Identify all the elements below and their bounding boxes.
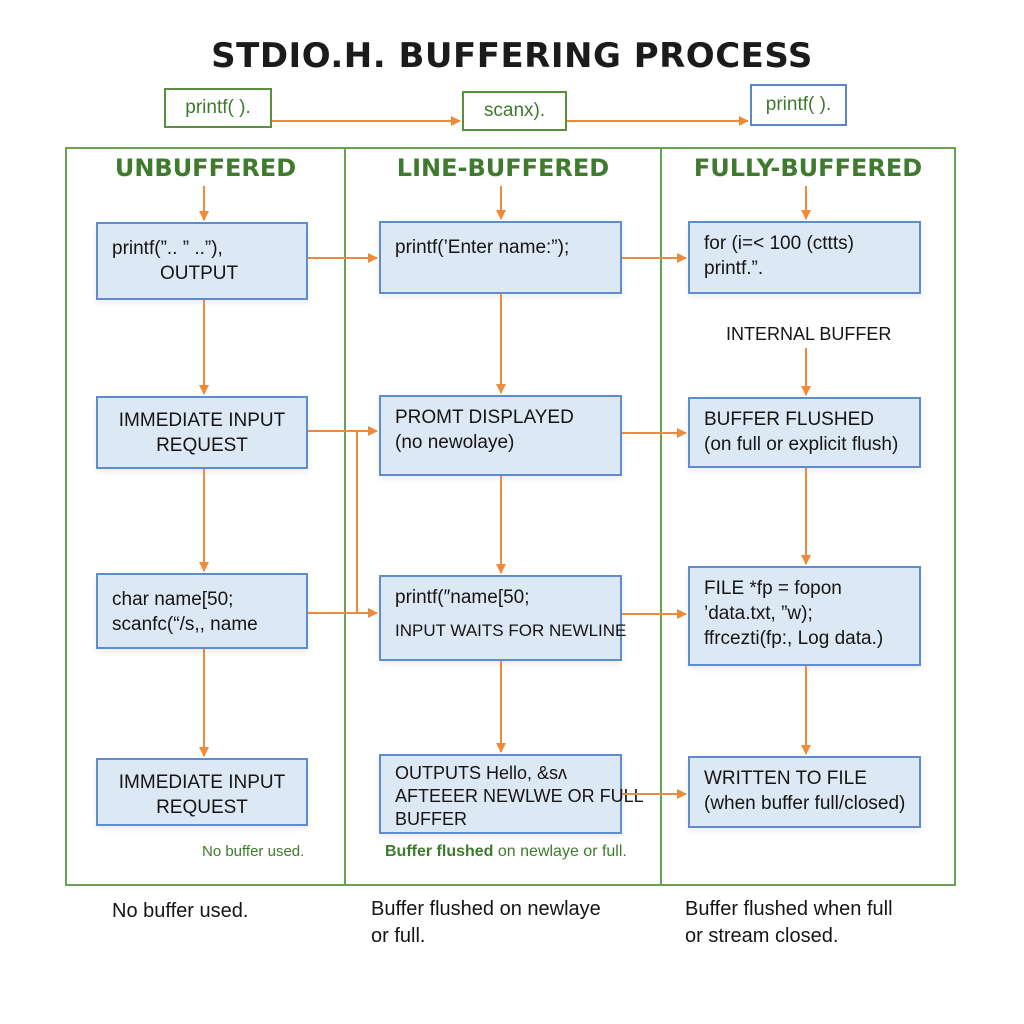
diagram-title: STDIO.H. BUFFERING PROCESS: [211, 36, 813, 76]
heading-unbuffered: UNBUFFERED: [114, 154, 297, 182]
fully-buffered-file-box: FILE *fp = fopon ’data.txt, ”w); ffrcezt…: [688, 566, 921, 666]
top-flow-printf-end-box: printf( ).: [750, 84, 847, 126]
line-buffered-input-waits-box: printf(″name[50; INPUT WAITS FOR NEWLINE: [379, 575, 627, 661]
box-line: (no newolaye): [395, 432, 515, 453]
line-buffered-outputs-box: OUTPUTS Hello, &sʌ AFTEEER NEWLWE OR FUL…: [379, 754, 644, 834]
box-line: OUTPUTS Hello, &sʌ: [395, 763, 568, 783]
box-line: IMMEDIATE INPUT: [118, 772, 286, 793]
top-flow-printf-box: printf( ).: [164, 88, 272, 128]
column-fully-buffered: [660, 147, 956, 886]
footer-line: or stream closed.: [685, 925, 839, 947]
line-buffered-note: Buffer flushed on newlaye or full.: [385, 843, 627, 861]
box-line: OUTPUT: [160, 263, 239, 284]
box-line: printf.”.: [704, 258, 764, 279]
footer-line-buffered: Buffer flushed on newlaye or full.: [371, 896, 601, 950]
note-rest: on newlaye or full.: [493, 843, 627, 860]
footer-line: No buffer used.: [112, 900, 249, 922]
fully-buffered-loop-box: for (i=< 100 (cttts) printf.”.: [688, 221, 921, 294]
box-line: AFTEEER NEWLWE OR FULL: [395, 786, 644, 806]
box-line: PROMT DISPLAYED: [395, 407, 574, 428]
box-line: ’data.txt, ”w);: [704, 603, 813, 624]
fully-buffered-flushed-box: BUFFER FLUSHED (on full or explicit flus…: [688, 397, 921, 468]
footer-line: or full.: [371, 925, 426, 947]
box-line: ffrcezti(fp:, Log data.): [704, 628, 884, 649]
box-line: INPUT WAITS FOR NEWLINE: [395, 621, 627, 640]
footer-line: Buffer flushed when full: [685, 898, 893, 920]
box-line: BUFFER: [395, 809, 467, 829]
footer-line: Buffer flushed on newlaye: [371, 898, 601, 920]
box-line: printf(”.. ” ..”),: [112, 238, 223, 259]
note-bold: Buffer flushed: [385, 843, 494, 860]
box-line: scanfc(“/s,, name: [112, 614, 258, 635]
top-flow-label: scanx).: [483, 100, 546, 121]
heading-fully-buffered: FULLY-BUFFERED: [693, 154, 923, 182]
box-line: REQUEST: [156, 435, 248, 456]
unbuffered-immediate-input-box-2: IMMEDIATE INPUT REQUEST: [96, 758, 308, 826]
box-line: printf(″name[50;: [395, 587, 530, 608]
box-line: FILE *fp = fopon: [704, 578, 842, 599]
footer-fully-buffered: Buffer flushed when full or stream close…: [685, 896, 893, 950]
top-flow-label: printf( ).: [765, 94, 832, 115]
unbuffered-note: No buffer used.: [202, 843, 305, 860]
unbuffered-printf-output-box: printf(”.. ” ..”), OUTPUT: [96, 222, 308, 300]
line-buffered-prompt-displayed-box: PROMT DISPLAYED (no newolaye): [379, 395, 622, 476]
box-line: WRITTEN TO FILE: [704, 768, 867, 789]
line-buffered-printf-prompt-box: printf(’Enter name:”);: [379, 221, 622, 294]
unbuffered-scanf-box: char name[50; scanfc(“/s,, name: [96, 573, 308, 649]
box-line: IMMEDIATE INPUT: [118, 410, 286, 431]
box-line: char name[50;: [112, 589, 234, 610]
top-flow-label: printf( ).: [185, 97, 251, 118]
column-unbuffered: [65, 147, 346, 886]
box-line: (on full or explicit flush): [704, 434, 899, 455]
box-line: printf(’Enter name:”);: [395, 237, 570, 258]
box-line: for (i=< 100 (cttts): [704, 233, 854, 254]
fully-buffered-written-box: WRITTEN TO FILE (when buffer full/closed…: [688, 756, 921, 828]
footer-unbuffered: No buffer used.: [112, 898, 248, 925]
unbuffered-immediate-input-box-1: IMMEDIATE INPUT REQUEST: [96, 396, 308, 469]
internal-buffer-label: INTERNAL BUFFER: [726, 324, 892, 344]
box-line: REQUEST: [156, 797, 248, 818]
top-flow-scanx-box: scanx).: [462, 91, 567, 131]
box-line: (when buffer full/closed): [704, 793, 906, 814]
heading-line-buffered: LINE-BUFFERED: [396, 154, 610, 182]
box-line: BUFFER FLUSHED: [704, 409, 874, 430]
